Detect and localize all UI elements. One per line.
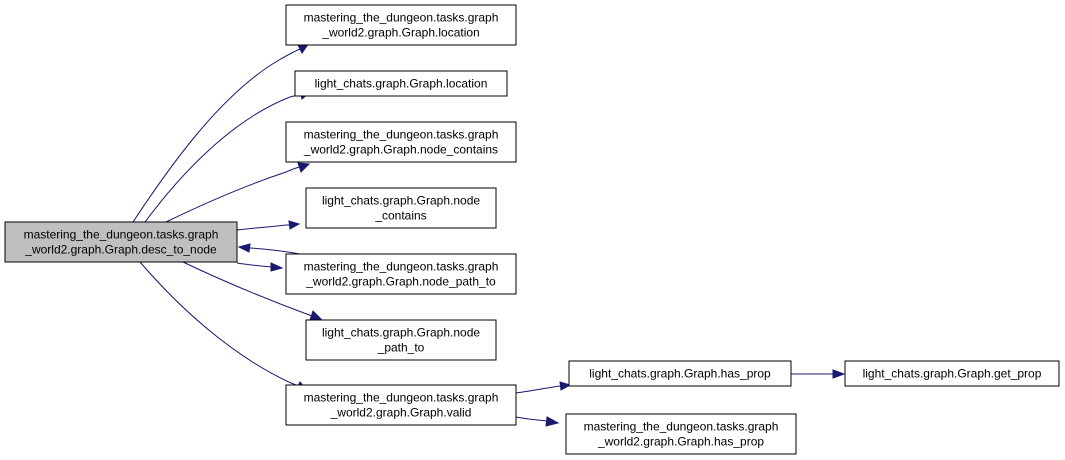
edge-arrowhead xyxy=(270,262,284,272)
edge-mtd_node_path_to-to-desc_to_node xyxy=(237,243,301,255)
node-label-line: mastering_the_dungeon.tasks.graph xyxy=(24,228,219,242)
node-lc-get-prop[interactable]: light_chats.graph.Graph.get_prop xyxy=(844,360,1060,387)
edge-desc_to_node-to-lc_node_contains xyxy=(236,220,301,231)
edge-desc_to_node-to-lc_node_path_to xyxy=(182,261,323,321)
node-mtd-node-path-to[interactable]: mastering_the_dungeon.tasks.graph_world2… xyxy=(285,253,517,295)
edge-line xyxy=(249,247,301,255)
edge-line xyxy=(144,93,303,223)
node-label-line: _world2.graph.Graph.valid xyxy=(330,406,472,420)
node-label-line: _world2.graph.Graph.location xyxy=(321,26,479,40)
edge-mtd_valid-to-mtd_has_prop xyxy=(515,416,560,427)
edge-desc_to_node-to-mtd_location xyxy=(132,42,311,223)
node-mtd-location[interactable]: mastering_the_dungeon.tasks.graph_world2… xyxy=(285,4,517,46)
node-label-line: light_chats.graph.Graph.node xyxy=(322,326,480,340)
node-lc-node-contains[interactable]: light_chats.graph.Graph.node_contains xyxy=(305,187,497,229)
node-label-line: light_chats.graph.Graph.has_prop xyxy=(589,367,771,381)
edge-mtd_valid-to-lc_has_prop xyxy=(515,381,572,394)
edge-line xyxy=(165,166,301,223)
edge-arrowhead xyxy=(297,162,311,173)
node-box[interactable] xyxy=(285,384,517,426)
node-label-line: mastering_the_dungeon.tasks.graph xyxy=(304,11,499,25)
edge-line xyxy=(182,261,313,317)
edge-desc_to_node-to-mtd_node_contains xyxy=(165,162,311,223)
node-box[interactable] xyxy=(285,253,517,295)
node-label-line: mastering_the_dungeon.tasks.graph xyxy=(304,128,499,142)
node-box[interactable] xyxy=(844,360,1060,387)
node-mtd-has-prop[interactable]: mastering_the_dungeon.tasks.graph_world2… xyxy=(565,413,797,455)
node-label-line: _world2.graph.Graph.node_contains xyxy=(303,143,498,157)
node-lc-has-prop[interactable]: light_chats.graph.Graph.has_prop xyxy=(568,360,792,387)
node-label-line: light_chats.graph.Graph.node xyxy=(322,194,480,208)
node-box[interactable] xyxy=(568,360,792,387)
node-label-line: _world2.graph.Graph.node_path_to xyxy=(305,275,496,289)
node-box[interactable] xyxy=(285,121,517,163)
edge-line xyxy=(515,416,548,422)
node-label-line: _contains xyxy=(374,209,426,223)
node-box[interactable] xyxy=(4,221,238,263)
edge-desc_to_node-to-mtd_valid xyxy=(139,261,309,391)
edge-line xyxy=(236,262,273,268)
edge-line xyxy=(132,48,301,223)
edge-arrowhead xyxy=(309,310,323,321)
edge-desc_to_node-to-mtd_node_path_to xyxy=(236,262,284,272)
node-desc-to-node[interactable]: mastering_the_dungeon.tasks.graph_world2… xyxy=(4,221,238,263)
node-label-line: _path_to xyxy=(377,341,425,355)
edge-arrowhead xyxy=(288,220,301,230)
edge-lc_has_prop-to-lc_get_prop xyxy=(790,369,846,379)
node-mtd-valid[interactable]: mastering_the_dungeon.tasks.graph_world2… xyxy=(285,384,517,426)
node-box[interactable] xyxy=(305,319,497,361)
edge-arrowhead xyxy=(545,416,560,427)
edge-arrowhead xyxy=(237,243,251,253)
node-label-line: _world2.graph.Graph.has_prop xyxy=(597,435,764,449)
edge-arrowhead xyxy=(559,381,572,391)
edge-line xyxy=(515,385,561,394)
edge-line xyxy=(236,224,290,231)
edge-arrowhead xyxy=(832,369,846,379)
edge-line xyxy=(139,261,299,387)
node-box[interactable] xyxy=(285,4,517,46)
node-lc-location[interactable]: light_chats.graph.Graph.location xyxy=(294,70,508,97)
node-box[interactable] xyxy=(305,187,497,229)
node-mtd-node-contains[interactable]: mastering_the_dungeon.tasks.graph_world2… xyxy=(285,121,517,163)
node-label-line: light_chats.graph.Graph.get_prop xyxy=(863,367,1042,381)
node-label-line: light_chats.graph.Graph.location xyxy=(315,77,488,91)
node-label-line: _world2.graph.Graph.desc_to_node xyxy=(24,243,217,257)
node-box[interactable] xyxy=(565,413,797,455)
node-label-line: mastering_the_dungeon.tasks.graph xyxy=(304,391,499,405)
node-lc-node-path-to[interactable]: light_chats.graph.Graph.node_path_to xyxy=(305,319,497,361)
node-box[interactable] xyxy=(294,70,508,97)
node-label-line: mastering_the_dungeon.tasks.graph xyxy=(584,420,779,434)
node-label-line: mastering_the_dungeon.tasks.graph xyxy=(304,260,499,274)
